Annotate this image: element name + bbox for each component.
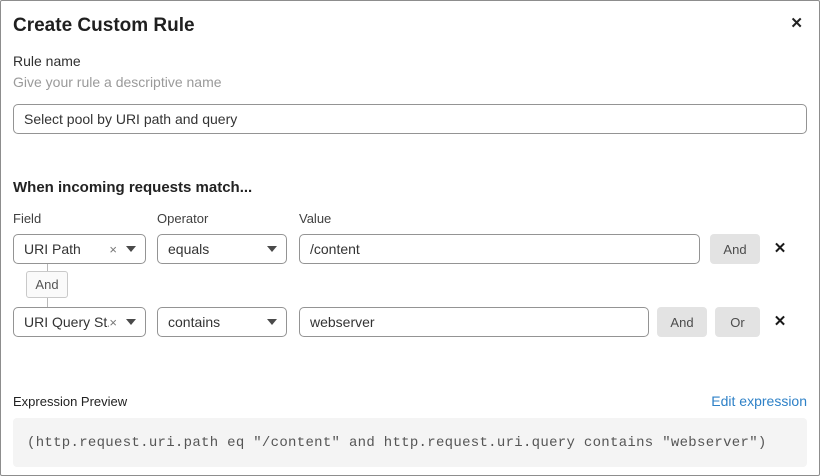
expression-preview-label: Expression Preview: [13, 394, 128, 409]
connector-line-top: [46, 264, 48, 271]
chevron-down-icon: [267, 319, 277, 325]
value-column-label: Value: [299, 211, 332, 226]
operator-dropdown-1-value: equals: [168, 241, 210, 257]
condition-column-labels: Field Operator Value: [13, 212, 788, 226]
modal-header: Create Custom Rule ✕: [13, 13, 807, 39]
field-dropdown-1-value: URI Path: [24, 241, 81, 257]
value-input-2[interactable]: [299, 307, 649, 337]
connector-and-badge: And: [26, 271, 68, 298]
add-or-condition-button-2[interactable]: Or: [715, 307, 760, 337]
field-column-label: Field: [13, 211, 42, 226]
expression-preview-header: Expression Preview Edit expression: [13, 393, 807, 410]
operator-dropdown-1[interactable]: equals: [157, 234, 287, 264]
conditions-area: Field Operator Value URI Path × equals A…: [13, 212, 788, 337]
connector-line-bottom: [46, 298, 48, 307]
field-dropdown-1[interactable]: URI Path ×: [13, 234, 146, 264]
modal-title: Create Custom Rule: [13, 15, 195, 36]
field-dropdown-2[interactable]: URI Query St... ×: [13, 307, 146, 337]
chevron-down-icon: [267, 246, 277, 252]
operator-column-label: Operator: [157, 211, 209, 226]
delete-row-icon[interactable]: ✕: [773, 240, 787, 257]
rule-name-helper: Give your rule a descriptive name: [13, 74, 222, 90]
chevron-down-icon: [126, 319, 136, 325]
rule-name-input[interactable]: [13, 104, 807, 134]
delete-row-icon[interactable]: ✕: [773, 313, 787, 330]
value-input-1[interactable]: [299, 234, 700, 264]
expression-preview-code: (http.request.uri.path eq "/content" and…: [13, 418, 807, 467]
rule-name-label: Rule name: [13, 53, 81, 69]
chevron-down-icon: [126, 246, 136, 252]
operator-dropdown-2[interactable]: contains: [157, 307, 287, 337]
close-icon[interactable]: ✕: [786, 14, 807, 34]
operator-dropdown-2-value: contains: [168, 314, 221, 330]
clear-icon[interactable]: ×: [109, 314, 117, 330]
clear-icon[interactable]: ×: [109, 241, 117, 257]
match-section-heading: When incoming requests match...: [13, 179, 253, 196]
condition-row-2: URI Query St... × contains And Or ✕: [13, 307, 788, 337]
add-and-condition-button-2[interactable]: And: [657, 307, 707, 337]
add-and-condition-button-1[interactable]: And: [710, 234, 760, 264]
field-dropdown-2-value: URI Query St...: [24, 314, 109, 330]
condition-row-1: URI Path × equals And ✕: [13, 234, 788, 264]
edit-expression-link[interactable]: Edit expression: [711, 393, 807, 409]
condition-connector: And: [26, 264, 68, 307]
